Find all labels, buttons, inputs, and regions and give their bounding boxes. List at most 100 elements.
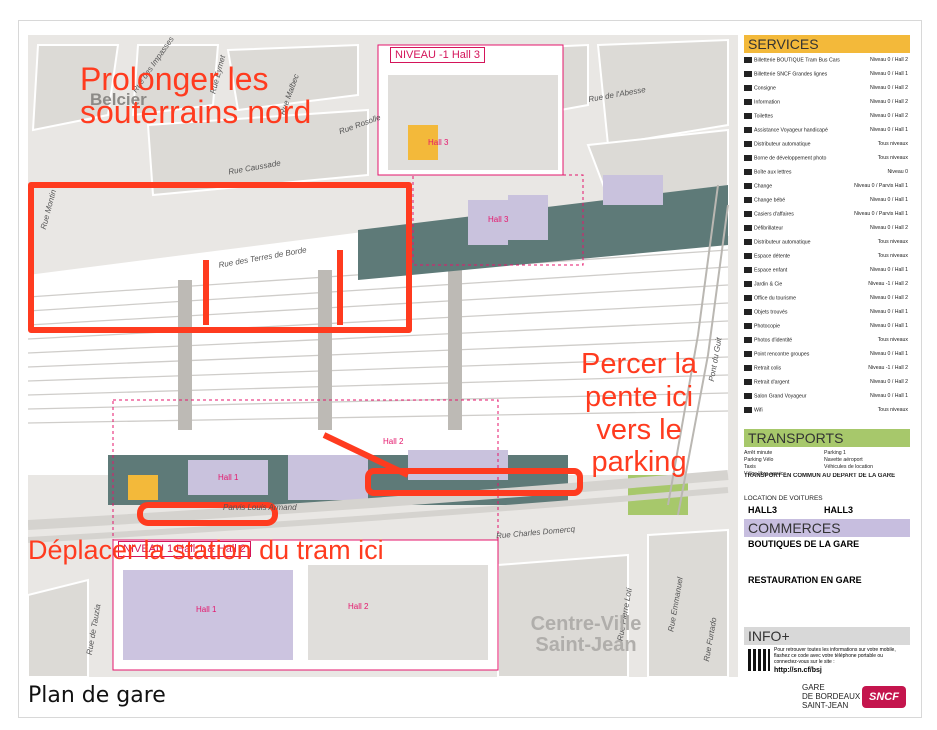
service-level: Tous niveaux bbox=[877, 141, 908, 147]
annotation-north-line2: souterrains nord bbox=[80, 93, 312, 130]
service-icon bbox=[744, 197, 752, 203]
service-label: Boîte aux lettres bbox=[754, 169, 792, 176]
service-item: Point rencontre groupes Niveau 0 / Hall 1 bbox=[744, 351, 910, 358]
service-label: Salon Grand Voyageur bbox=[754, 393, 807, 400]
service-icon bbox=[744, 141, 752, 147]
station-name-line1: GARE bbox=[802, 683, 825, 692]
service-level: Niveau -1 / Hall 2 bbox=[868, 281, 908, 287]
service-icon bbox=[744, 379, 752, 385]
service-level: Niveau 0 / Hall 1 bbox=[869, 197, 908, 203]
service-label: Espace détente bbox=[754, 253, 791, 260]
service-item: Jardin & Cie Niveau -1 / Hall 2 bbox=[744, 281, 910, 288]
service-item: Espace détente Tous niveaux bbox=[744, 253, 910, 260]
service-label: Objets trouvés bbox=[754, 309, 788, 316]
service-label: Retrait d'argent bbox=[754, 379, 790, 386]
service-label: Toilettes bbox=[754, 113, 774, 120]
service-label: Photos d'identité bbox=[754, 337, 793, 344]
service-icon bbox=[744, 239, 752, 245]
transport-commun-title: TRANSPORT EN COMMUN AU DÉPART DE LA GARE bbox=[744, 473, 896, 479]
hall-1-label: Hall 1 bbox=[196, 605, 217, 614]
service-icon bbox=[744, 351, 752, 357]
annotation-tram: Déplacer la station du tram ici bbox=[28, 535, 384, 565]
service-icon bbox=[744, 113, 752, 119]
map-drawing bbox=[28, 35, 738, 677]
district-south-line1: Centre-Ville bbox=[530, 613, 642, 635]
service-label: Photocopie bbox=[754, 323, 780, 330]
service-label: Consigne bbox=[754, 85, 776, 92]
location-voitures-title: LOCATION DE VOITURES bbox=[744, 495, 823, 502]
station-name-line3: SAINT-JEAN bbox=[802, 701, 849, 710]
map-title: Plan de gare bbox=[28, 683, 166, 708]
qr-code[interactable] bbox=[748, 649, 770, 671]
service-icon bbox=[744, 295, 752, 301]
service-item: Billetterie BOUTIQUE Tram Bus Cars Niveau… bbox=[744, 57, 910, 64]
transports-title: TRANSPORTS bbox=[744, 429, 910, 447]
district-label-south: Centre-Ville Saint-Jean bbox=[511, 614, 661, 656]
transport-item: Arrêt minute bbox=[744, 450, 773, 456]
service-level: Tous niveaux bbox=[877, 253, 908, 259]
service-icon bbox=[744, 99, 752, 105]
hall-2-label: Hall 2 bbox=[348, 602, 369, 611]
hall-3-label: Hall 3 bbox=[428, 138, 449, 147]
service-icon bbox=[744, 169, 752, 175]
service-label: Assistance Voyageur handicapé bbox=[754, 127, 828, 134]
service-level: Niveau 0 / Hall 1 bbox=[869, 351, 908, 357]
service-label: Jardin & Cie bbox=[754, 281, 783, 288]
service-level: Niveau 0 / Hall 1 bbox=[869, 267, 908, 273]
annotation-slope: Percer la pente ici vers le parking bbox=[581, 348, 697, 479]
hall3-label: HALL3 bbox=[748, 505, 777, 515]
service-icon bbox=[744, 71, 752, 77]
service-label: Office du tourisme bbox=[754, 295, 796, 302]
inset-title-top: NIVEAU -1 Hall 3 bbox=[390, 47, 485, 63]
service-icon bbox=[744, 253, 752, 259]
annotation-north-line1: Prolonger les bbox=[80, 61, 269, 97]
service-label: Distributeur automatique bbox=[754, 239, 811, 246]
service-level: Niveau 0 / Parvis Hall 1 bbox=[854, 183, 908, 189]
sncf-logo: SNCF bbox=[862, 686, 906, 708]
hall-3-label: Hall 3 bbox=[488, 215, 509, 224]
transport-item: Parking 1 bbox=[824, 450, 846, 456]
annotation-slope-line2: pente ici bbox=[585, 380, 694, 413]
service-label: Point rencontre groupes bbox=[754, 351, 810, 358]
service-label: Casiers d'affaires bbox=[754, 211, 794, 218]
station-name-line2: DE BORDEAUX bbox=[802, 692, 861, 701]
service-level: Tous niveaux bbox=[877, 337, 908, 343]
service-level: Tous niveaux bbox=[877, 407, 908, 413]
service-item: Office du tourisme Niveau 0 / Hall 2 bbox=[744, 295, 910, 302]
transport-item: Parking Vélo bbox=[744, 457, 774, 463]
info-text: Pour retrouver toutes les informations s… bbox=[774, 647, 896, 665]
service-level: Niveau 0 / Hall 2 bbox=[869, 295, 908, 301]
service-level: Niveau 0 / Hall 1 bbox=[869, 393, 908, 399]
transport-item: Navette aéroport bbox=[824, 457, 863, 463]
service-label: Change bbox=[754, 183, 773, 190]
district-label-north: Belcier bbox=[90, 90, 147, 109]
service-level: Niveau 0 / Hall 2 bbox=[869, 57, 908, 63]
info-title: INFO+ bbox=[744, 627, 910, 645]
service-label: Billetterie BOUTIQUE Tram Bus Cars bbox=[754, 57, 840, 64]
service-label: Retrait colis bbox=[754, 365, 782, 372]
service-label: Wifi bbox=[754, 407, 763, 414]
service-icon bbox=[744, 127, 752, 133]
services-title: SERVICES bbox=[744, 35, 910, 53]
info-url[interactable]: http://sn.cf/bsj bbox=[774, 667, 822, 674]
service-icon bbox=[744, 393, 752, 399]
service-icon bbox=[744, 155, 752, 161]
service-level: Niveau 0 / Hall 1 bbox=[869, 127, 908, 133]
service-level: Tous niveaux bbox=[877, 155, 908, 161]
transport-item: Vélos libre service bbox=[744, 471, 787, 477]
commerces-title: COMMERCES bbox=[744, 519, 910, 537]
district-south-line2: Saint-Jean bbox=[535, 634, 637, 656]
service-level: Niveau 0 bbox=[887, 169, 908, 175]
service-icon bbox=[744, 57, 752, 63]
service-icon bbox=[744, 281, 752, 287]
street-label: Parvis Louis Armand bbox=[223, 503, 297, 512]
hall3-label: HALL3 bbox=[824, 505, 853, 515]
